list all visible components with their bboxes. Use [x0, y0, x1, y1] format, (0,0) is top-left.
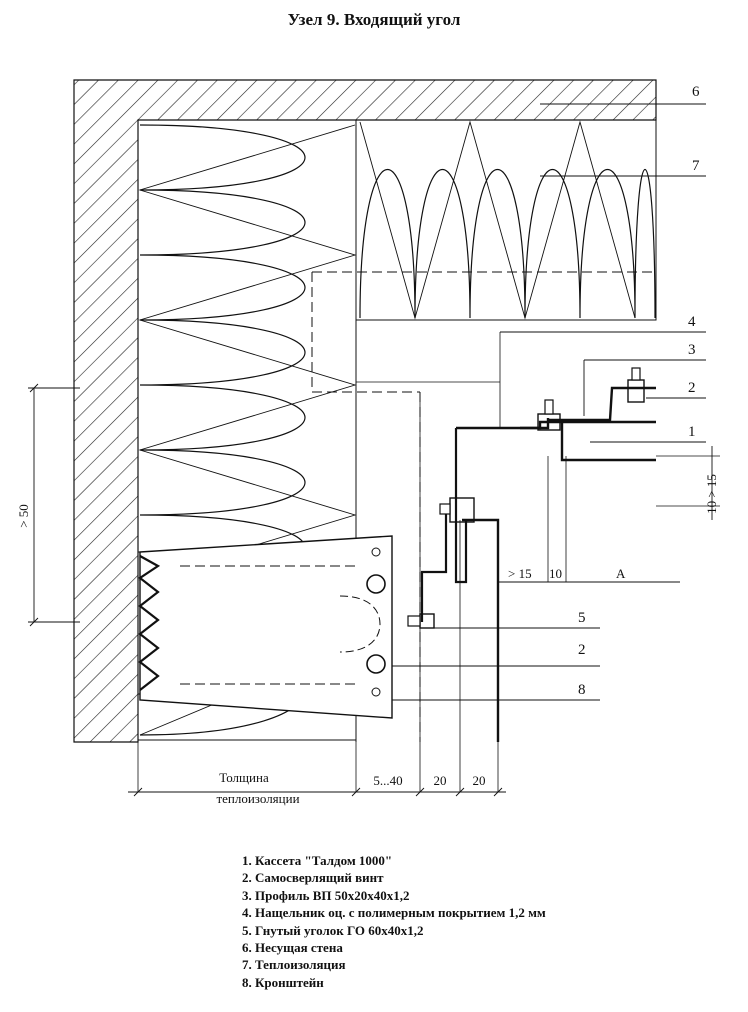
callout-5: 5: [578, 610, 586, 626]
dim-insulation-line1: Толщина: [219, 770, 269, 785]
screws: [407, 367, 645, 629]
callout-2-top: 2: [688, 380, 696, 396]
legend-item: 6. Несущая стена: [242, 940, 343, 956]
legend-item: 2. Самосверлящий винт: [242, 870, 384, 886]
callout-8: 8: [578, 682, 586, 698]
flashing: [456, 420, 656, 430]
drawing-title: Узел 9. Входящий угол: [287, 10, 461, 29]
legend-item: 4. Нащельник оц. с полимерным покрытием …: [242, 905, 546, 921]
dim-insulation-line2: теплоизоляции: [216, 791, 299, 806]
legend-item: 8. Кронштейн: [242, 974, 324, 990]
dimension-lines: [28, 383, 713, 797]
callout-2-bottom: 2: [578, 642, 586, 658]
legend-item: 3. Профиль ВП 50х20х40х1,2: [242, 887, 410, 903]
callout-7: 7: [692, 158, 700, 174]
callout-labels: 6 7 4 3 2 1 5 2 8: [578, 84, 700, 698]
dimension-labels: > 50 10 > 15 > 15 10 A Толщина теплоизол…: [16, 474, 719, 806]
construction-lines: [137, 331, 720, 792]
legend-item: 5. Гнутый уголок ГО 60х40х1,2: [242, 922, 424, 938]
legend-item: 1. Кассета "Талдом 1000": [242, 853, 393, 868]
dim-gap-right: > 15: [508, 566, 532, 581]
callout-1: 1: [688, 424, 696, 440]
callout-3: 3: [688, 342, 696, 358]
insulation-waves-top: [359, 120, 656, 320]
dim-zone-letter: A: [616, 566, 626, 581]
insulation-top-outline: [355, 119, 657, 321]
legend-item: 7. Теплоизоляция: [242, 957, 346, 973]
dim-20-a: 20: [434, 773, 447, 788]
insulation-left-outline: [137, 119, 357, 741]
legend-list: 1. Кассета "Талдом 1000" 2. Самосверлящи…: [242, 852, 546, 991]
callout-4: 4: [688, 314, 696, 330]
dim-right-vertical: 10 > 15: [704, 474, 719, 514]
callout-6: 6: [692, 84, 700, 100]
dim-left-vertical: > 50: [16, 504, 31, 528]
bracket: [138, 535, 393, 719]
cassette: [520, 386, 656, 462]
dim-5-40: 5...40: [373, 773, 402, 788]
dim-20-b: 20: [473, 773, 486, 788]
dim-gap-10: 10: [549, 566, 562, 581]
leader-lines: [392, 103, 706, 701]
